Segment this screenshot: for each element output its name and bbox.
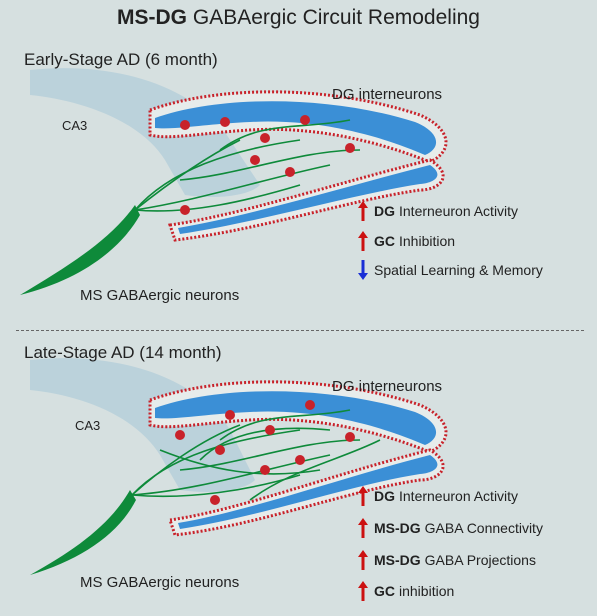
up-arrow-icon <box>358 581 368 601</box>
up-arrow-icon <box>358 486 368 506</box>
ms-axons <box>134 119 361 212</box>
ms-neuron-soma-2 <box>30 490 136 575</box>
dentate-gyrus-blue-bottom <box>178 165 438 234</box>
ms-axons-2 <box>131 409 381 501</box>
up-arrow-icon <box>358 231 368 251</box>
dg-interneurons-label: DG interneurons <box>332 86 443 103</box>
stage-label-early: Early-Stage AD (6 month) <box>24 50 218 69</box>
up-arrow-icon <box>358 518 368 538</box>
down-arrow-icon <box>358 260 368 280</box>
dg-interneurons-1 <box>180 115 355 215</box>
dentate-gyrus-blue-top <box>155 101 437 155</box>
ca3-label: CA3 <box>62 118 88 133</box>
dentate-gyrus-blue-bottom-2 <box>178 455 438 529</box>
figure-title: MS-DG GABAergic Circuit Remodeling <box>117 6 480 29</box>
dg-interneurons-2 <box>175 400 355 505</box>
up-arrow-icon <box>358 550 368 570</box>
stage-label-late: Late-Stage AD (14 month) <box>24 343 222 362</box>
ca3-label: CA3 <box>75 418 101 433</box>
dg-interneurons-label: DG interneurons <box>332 378 443 395</box>
ca3-region-2 <box>30 358 255 492</box>
up-arrow-icon <box>358 201 368 221</box>
effect-row: Spatial Learning & Memory <box>358 258 543 282</box>
ms-neuron-soma <box>20 205 140 295</box>
ms-neurons-label: MS GABAergic neurons <box>80 574 240 591</box>
ms-neurons-label: MS GABAergic neurons <box>80 287 240 304</box>
panel-divider <box>16 330 584 331</box>
dentate-gyrus-blue-top-2 <box>155 391 437 445</box>
